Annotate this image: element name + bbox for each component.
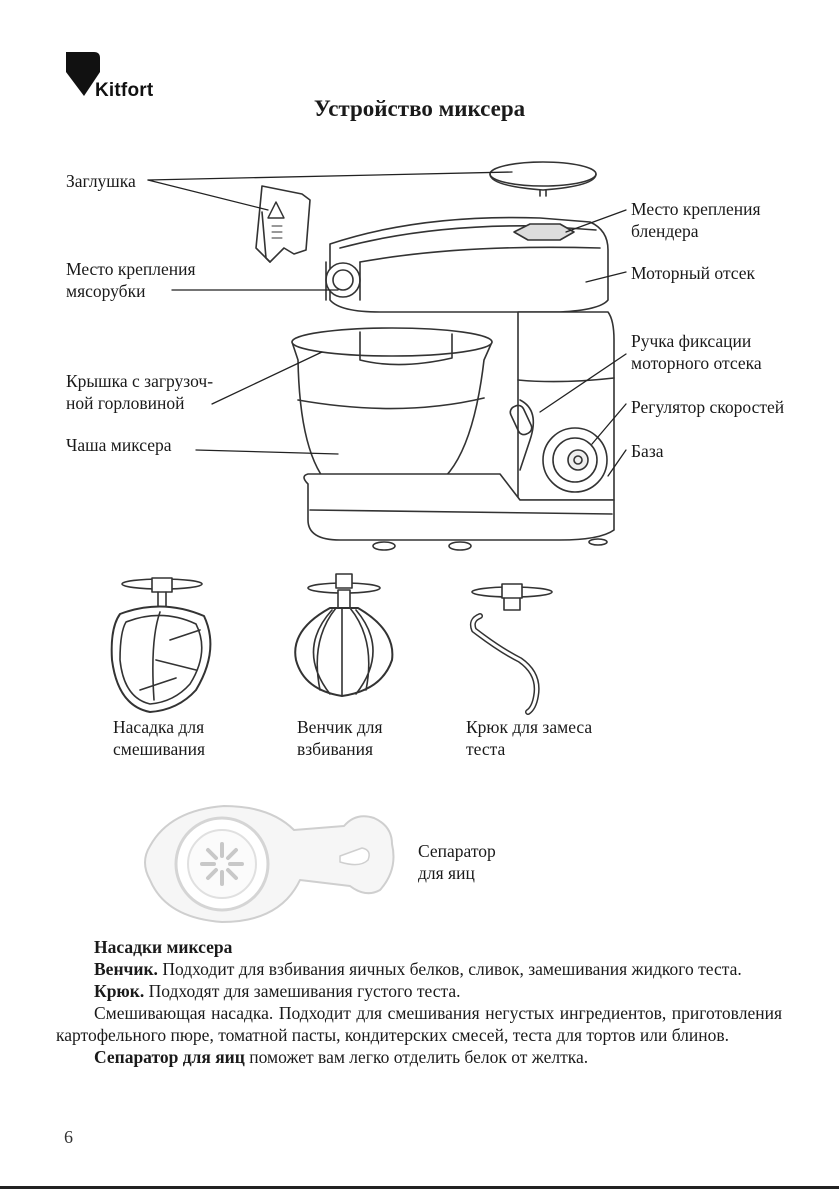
hook-desc: Подходят для замешивания густого теста. bbox=[144, 981, 461, 1001]
label-separator-1: Сепаратор bbox=[418, 841, 496, 861]
meat-grinder-cap-illustration bbox=[255, 185, 311, 263]
balloon-whisk-illustration bbox=[294, 573, 394, 697]
dough-hook-illustration bbox=[469, 583, 553, 715]
label-beater-2: смешивания bbox=[113, 739, 206, 759]
brand-logo-text: Kitfort bbox=[95, 80, 154, 101]
label-meat-grinder-mount-2: мясорубки bbox=[66, 281, 146, 301]
blender-cap-illustration bbox=[489, 161, 597, 197]
speed-knob-illustration bbox=[542, 427, 608, 493]
page-title: Устройство миксера bbox=[313, 96, 526, 121]
label-cap: Заглушка bbox=[66, 171, 136, 191]
flat-beater-illustration bbox=[110, 577, 212, 713]
bottom-rule bbox=[0, 1186, 839, 1189]
label-lid-1: Крышка с загрузоч- bbox=[66, 371, 214, 391]
label-base: База bbox=[631, 441, 664, 461]
kitfort-logo-icon bbox=[66, 52, 100, 96]
section-heading: Насадки миксера bbox=[94, 937, 233, 957]
whisk-desc: Подходит для взбивания яичных белков, сл… bbox=[157, 959, 742, 979]
label-separator-2: для яиц bbox=[418, 863, 475, 883]
label-hook-2: теста bbox=[466, 739, 506, 759]
label-motor: Моторный отсек bbox=[631, 263, 756, 283]
hook-term: Крюк. bbox=[94, 981, 145, 1001]
mixer-bowl-illustration bbox=[291, 327, 493, 495]
whisk-term: Венчик. bbox=[94, 959, 158, 979]
label-hook-1: Крюк для замеса bbox=[466, 717, 593, 737]
whisk-paragraph: Венчик. Подходит для взбивания яичных бе… bbox=[56, 958, 782, 980]
label-beater-1: Насадка для bbox=[113, 717, 205, 737]
label-lid-2: ной горловиной bbox=[66, 393, 185, 413]
label-bowl: Чаша миксера bbox=[66, 435, 172, 455]
motor-head-illustration bbox=[325, 216, 609, 313]
attachments-description: Насадки миксера Венчик. Подходит для взб… bbox=[56, 936, 782, 1068]
label-blender-mount-2: блендера bbox=[631, 221, 699, 241]
callout-lines bbox=[147, 171, 627, 477]
mixer-base-illustration bbox=[303, 473, 615, 551]
separator-term: Сепаратор для яиц bbox=[94, 1047, 245, 1067]
label-lock-handle-2: моторного отсека bbox=[631, 353, 762, 373]
page-number: 6 bbox=[64, 1127, 73, 1147]
label-meat-grinder-mount-1: Место крепления bbox=[66, 259, 196, 279]
mixer-diagram bbox=[110, 161, 627, 923]
label-lock-handle-1: Ручка фиксации bbox=[631, 331, 752, 351]
hook-paragraph: Крюк. Подходят для замешивания густого т… bbox=[56, 980, 782, 1002]
label-speed: Регулятор скоростей bbox=[631, 397, 785, 417]
separator-desc: поможет вам легко отделить белок от желт… bbox=[244, 1047, 589, 1067]
separator-paragraph: Сепаратор для яиц поможет вам легко отде… bbox=[56, 1046, 782, 1068]
beater-paragraph: Смешивающая насадка. Подходит для смешив… bbox=[56, 1003, 782, 1045]
label-blender-mount-1: Место крепления bbox=[631, 199, 761, 219]
egg-separator-illustration bbox=[144, 805, 395, 923]
label-whisk-1: Венчик для bbox=[297, 717, 383, 737]
label-whisk-2: взбивания bbox=[297, 739, 374, 759]
